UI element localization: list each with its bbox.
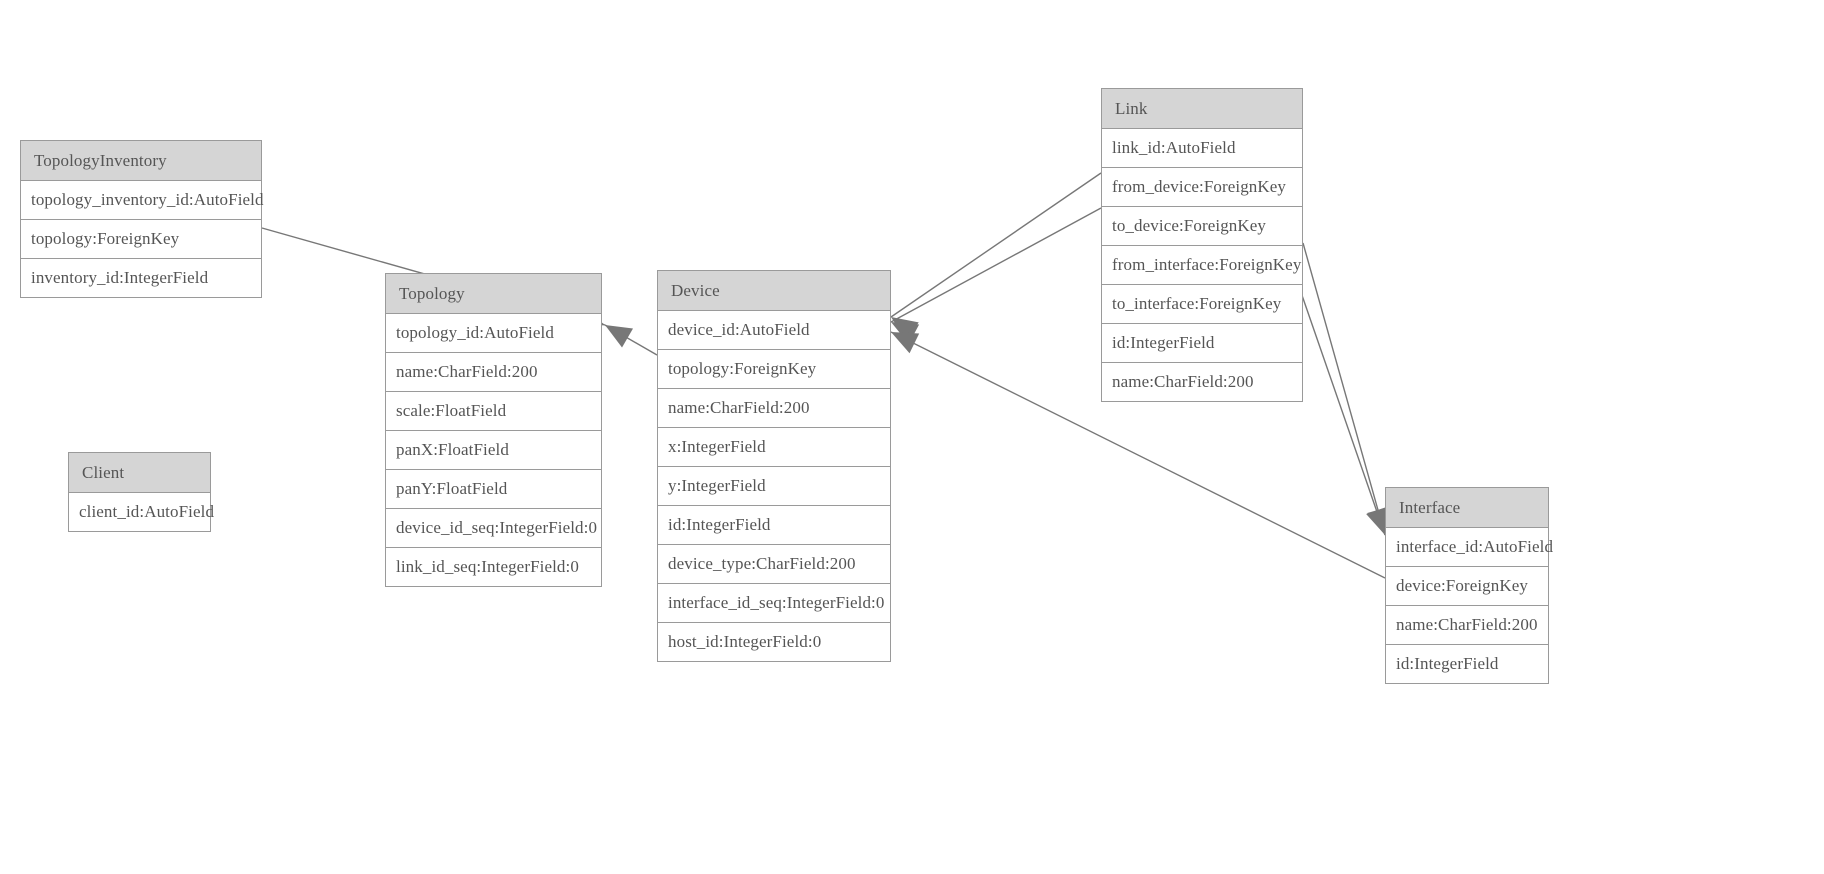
relationship-link-to-interface xyxy=(1295,277,1387,536)
entity-title-device: Device xyxy=(658,271,890,311)
entity-field-row[interactable]: topology:ForeignKey xyxy=(21,220,261,259)
entity-field-row[interactable]: id:IntegerField xyxy=(1386,645,1548,683)
entity-field-row[interactable]: id:IntegerField xyxy=(658,506,890,545)
entity-field-row[interactable]: topology_inventory_id:AutoField xyxy=(21,181,263,220)
entity-field-row[interactable]: panY:FloatField xyxy=(386,470,601,509)
relationship-line xyxy=(604,324,658,356)
relationship-line xyxy=(1302,242,1386,536)
relationship-arrowhead xyxy=(891,332,920,354)
entity-field-row[interactable]: link_id_seq:IntegerField:0 xyxy=(386,548,601,586)
entity-field-row[interactable]: topology:ForeignKey xyxy=(658,350,890,389)
entity-field-row[interactable]: device_type:CharField:200 xyxy=(658,545,890,584)
entity-field-row[interactable]: panX:FloatField xyxy=(386,431,601,470)
entity-field-row[interactable]: host_id:IntegerField:0 xyxy=(658,623,890,661)
entity-title-topology: Topology xyxy=(386,274,601,314)
entity-field-row[interactable]: name:CharField:200 xyxy=(1386,606,1548,645)
entity-field-row[interactable]: to_device:ForeignKey xyxy=(1102,207,1302,246)
entity-title-interface: Interface xyxy=(1386,488,1548,528)
entity-field-row[interactable]: x:IntegerField xyxy=(658,428,890,467)
entity-field-row[interactable]: name:CharField:200 xyxy=(658,389,890,428)
entity-field-row[interactable]: inventory_id:IntegerField xyxy=(21,259,261,297)
entity-field-row[interactable]: device_id:AutoField xyxy=(658,311,890,350)
entity-field-row[interactable]: device:ForeignKey xyxy=(1386,567,1548,606)
entity-field-row[interactable]: interface_id_seq:IntegerField:0 xyxy=(658,584,890,623)
entity-field-row[interactable]: device_id_seq:IntegerField:0 xyxy=(386,509,601,548)
entity-field-row[interactable]: link_id:AutoField xyxy=(1102,129,1302,168)
entity-field-row[interactable]: y:IntegerField xyxy=(658,467,890,506)
relationship-line xyxy=(890,172,1102,318)
entity-field-row[interactable]: id:IntegerField xyxy=(1102,324,1302,363)
entity-field-row[interactable]: name:CharField:200 xyxy=(386,353,601,392)
entity-title-link: Link xyxy=(1102,89,1302,129)
entity-field-row[interactable]: to_interface:ForeignKey xyxy=(1102,285,1302,324)
relationship-device-topology xyxy=(604,324,658,356)
relationship-line xyxy=(890,207,1102,323)
entity-field-row[interactable]: client_id:AutoField xyxy=(69,493,214,531)
entity-field-row[interactable]: from_device:ForeignKey xyxy=(1102,168,1302,207)
entity-field-row[interactable]: topology_id:AutoField xyxy=(386,314,601,353)
entity-field-row[interactable]: name:CharField:200 xyxy=(1102,363,1302,401)
relationship-arrowhead xyxy=(605,325,634,348)
entity-field-row[interactable]: from_interface:ForeignKey xyxy=(1102,246,1302,285)
entity-field-row[interactable]: interface_id:AutoField xyxy=(1386,528,1553,567)
relationship-line xyxy=(1295,277,1386,536)
entity-title-client: Client xyxy=(69,453,210,493)
entity-title-topology-inventory: TopologyInventory xyxy=(21,141,261,181)
relationship-link-from-device xyxy=(890,172,1102,341)
relationship-link-from-interface xyxy=(1302,242,1389,536)
relationship-link-to-device xyxy=(890,207,1102,344)
entity-field-row[interactable]: scale:FloatField xyxy=(386,392,601,431)
